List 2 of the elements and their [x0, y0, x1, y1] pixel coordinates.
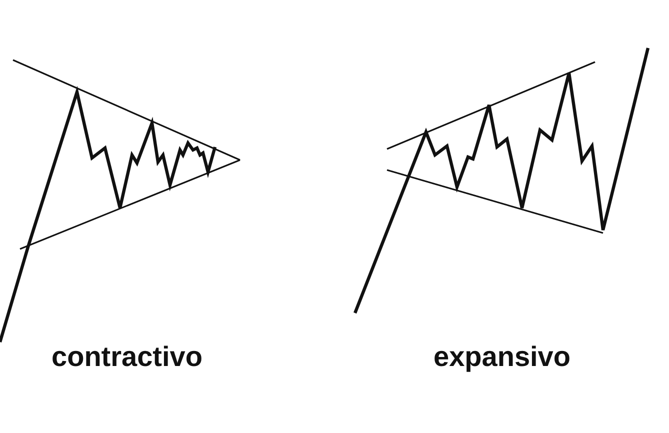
pattern-label: expansivo — [434, 341, 570, 372]
pattern-label: contractivo — [52, 341, 202, 372]
